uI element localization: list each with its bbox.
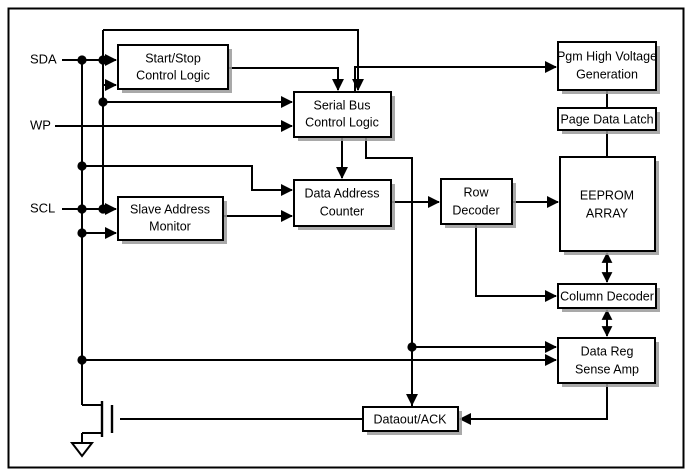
junction-dot-sda-bus: [77, 55, 87, 65]
block-column-decoder[interactable]: Column Decoder: [557, 283, 660, 312]
block-label-line1: Column Decoder: [560, 289, 654, 303]
block-label-line2: Control Logic: [136, 68, 210, 82]
block-label-line1: Pgm High Voltage: [557, 49, 657, 63]
block-pgm-high-voltage-generation[interactable]: Pgm High Voltage Generation: [557, 41, 660, 94]
block-body[interactable]: [117, 44, 229, 90]
block-label-line1: Start/Stop: [145, 51, 201, 65]
block-start-stop-control-logic[interactable]: Start/Stop Control Logic: [117, 44, 232, 93]
block-body[interactable]: [117, 196, 224, 241]
block-label-line2: Sense Amp: [575, 362, 639, 376]
junction-dot-sda-mid: [77, 161, 87, 171]
junction-dot-sda-driver: [77, 355, 87, 365]
junction-dot-sda-lower: [77, 228, 87, 238]
wire-datareg-to-dataout: [459, 383, 608, 425]
wire-bus-to-dataaddr-upper: [82, 165, 293, 196]
block-body[interactable]: [440, 178, 513, 225]
junction-dot-scl-slavemon: [98, 204, 108, 214]
pin-label-sda: SDA: [30, 51, 57, 66]
block-label-line1: Row: [463, 185, 489, 199]
junction-dots-group: [77, 55, 417, 365]
ground-icon: [69, 442, 95, 458]
junction-dot-sda-startstop: [98, 55, 108, 65]
block-label-line1: Dataout/ACK: [374, 412, 448, 426]
block-body[interactable]: [557, 283, 657, 309]
block-label-line1: Slave Address: [130, 202, 210, 216]
block-slave-address-monitor[interactable]: Slave Address Monitor: [117, 196, 227, 244]
wire-startstop-to-serialbus: [228, 67, 344, 91]
pin-label-scl: SCL: [30, 200, 55, 215]
block-serial-bus-control-logic[interactable]: Serial Bus Control Logic: [293, 91, 395, 141]
wire-top-feedback-to-serialbus: [103, 29, 364, 91]
block-label-line2: Generation: [576, 67, 638, 81]
block-eeprom-array[interactable]: EEPROM ARRAY: [559, 156, 659, 255]
diagram-border: [7, 7, 685, 469]
block-body[interactable]: [557, 337, 656, 384]
block-page-data-latch[interactable]: Page Data Latch: [557, 107, 660, 134]
block-label-line2: Counter: [320, 204, 364, 218]
block-body[interactable]: [293, 179, 392, 227]
junction-dot-scl-bus: [77, 204, 87, 214]
wire-rowdec-to-coldec: [475, 224, 557, 302]
block-label-line2: ARRAY: [586, 206, 629, 220]
output-driver-mosfet: [69, 401, 114, 458]
wire-serialbus-to-pgmhv: [354, 61, 557, 92]
block-label-line1: Data Reg: [581, 344, 634, 358]
block-label-line2: Decoder: [452, 203, 499, 217]
block-body[interactable]: [559, 156, 656, 252]
junction-dot-serialbus-tap: [98, 97, 108, 107]
block-body[interactable]: [557, 107, 657, 131]
block-label-line2: Control Logic: [305, 115, 379, 129]
block-row-decoder[interactable]: Row Decoder: [440, 178, 516, 228]
block-label-line2: Monitor: [149, 219, 191, 233]
junction-dot-datareg-bus: [407, 342, 417, 352]
block-label-line1: EEPROM: [580, 188, 634, 202]
block-body[interactable]: [362, 406, 459, 432]
pin-labels-group: SDA WP SCL: [30, 51, 57, 215]
block-label-line1: Data Address: [304, 186, 379, 200]
block-dataout-ack[interactable]: Dataout/ACK: [362, 406, 462, 435]
block-data-reg-sense-amp[interactable]: Data Reg Sense Amp: [557, 337, 659, 387]
block-label-line1: Page Data Latch: [560, 112, 653, 126]
block-body[interactable]: [293, 91, 392, 138]
block-body[interactable]: [557, 41, 657, 91]
pin-label-wp: WP: [30, 117, 51, 132]
block-data-address-counter[interactable]: Data Address Counter: [293, 179, 395, 230]
wire-serialbus-down-to-datareg-bus: [365, 137, 413, 415]
block-label-line1: Serial Bus: [314, 98, 371, 112]
